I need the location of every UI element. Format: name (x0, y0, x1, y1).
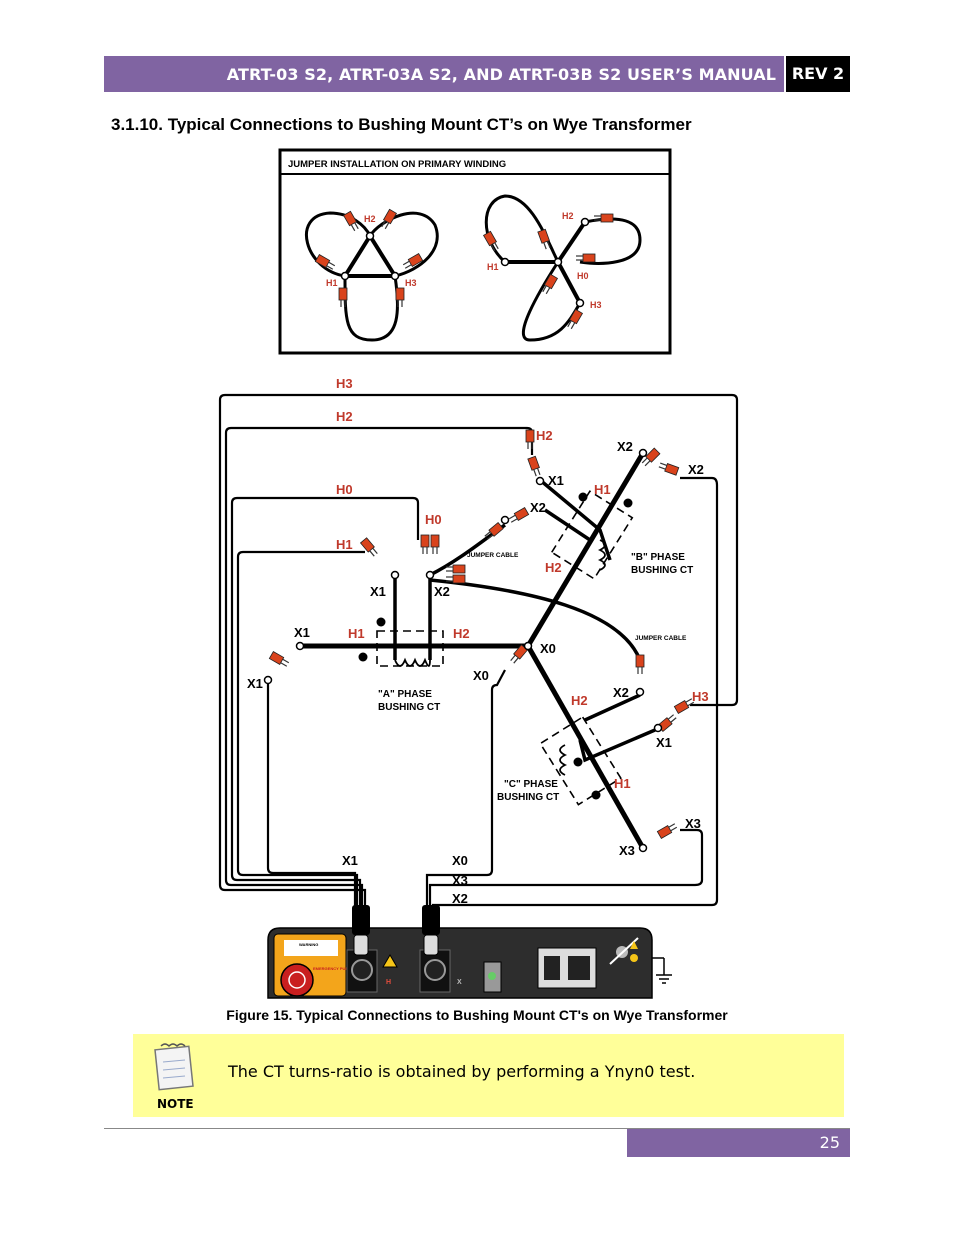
polarity-dots (358, 492, 633, 800)
header-bar: ATRT-03 S2, ATRT-03A S2, AND ATRT-03B S2… (104, 56, 784, 92)
wye-h2: H2 (562, 211, 574, 221)
note-text: The CT turns-ratio is obtained by perfor… (228, 1062, 696, 1081)
section-title: 3.1.10. Typical Connections to Bushing M… (111, 115, 692, 134)
label-b-h2: H2 (545, 560, 562, 575)
label-c-h1: H1 (614, 776, 631, 791)
label-bottom-x2: X2 (452, 891, 468, 906)
label-x0-clip: X0 (473, 668, 489, 683)
label-c-x2: X2 (613, 685, 629, 700)
jumper-inset: JUMPER INSTALLATION ON PRIMARY WINDING H… (278, 148, 672, 355)
label-x1-top: X1 (294, 625, 310, 640)
label-bottom-x1: X1 (342, 853, 358, 868)
wye-h1: H1 (487, 262, 499, 272)
label-b-x2: X2 (530, 500, 546, 515)
wye-h0: H0 (577, 271, 589, 281)
wire-bundle (218, 393, 739, 925)
label-c-h2: H2 (571, 693, 588, 708)
notepad-icon (154, 1043, 194, 1091)
label-a-title1: "A" PHASE (378, 689, 432, 700)
label-x0-mid: X0 (540, 641, 556, 656)
panel-warning: WARNING (299, 942, 318, 947)
label-a-h2: H2 (453, 626, 470, 641)
label-c-x1: X1 (656, 735, 672, 750)
panel-estop-label: EMERGENCY PUSH OFF (313, 966, 361, 971)
panel-h-label: H (386, 979, 391, 986)
delta-h1: H1 (326, 278, 338, 288)
primary-conductors (300, 451, 646, 850)
label-a-h0: H0 (425, 512, 442, 527)
instrument-panel: WARNING EMERGENCY PUSH OFF H X (267, 927, 672, 999)
label-x2-top: X2 (617, 439, 633, 454)
label-a-x1: X1 (370, 584, 386, 599)
label-a-title2: BUSHING CT (378, 702, 440, 713)
label-x1-left: X1 (247, 676, 263, 691)
label-left-h3: H3 (336, 376, 353, 391)
label-bottom-x3: X3 (452, 873, 468, 888)
inset-title: JUMPER INSTALLATION ON PRIMARY WINDING (288, 159, 506, 170)
label-b-x1: X1 (548, 473, 564, 488)
label-left-h0: H0 (336, 482, 353, 497)
wiring-figure: JUMPER INSTALLATION ON PRIMARY WINDING H… (218, 148, 739, 999)
label-left-h2: H2 (336, 409, 353, 424)
panel-x-label: X (457, 979, 462, 986)
note-label: NOTE (157, 1097, 194, 1111)
label-left-h1: H1 (336, 537, 353, 552)
jumper-cable-label-2: JUMPER CABLE (635, 635, 687, 642)
label-x2-right: X2 (688, 462, 704, 477)
delta-h2: H2 (364, 214, 376, 224)
ct-b-box (550, 490, 634, 580)
label-c-title1: "C" PHASE (504, 779, 558, 790)
label-b-title1: "B" PHASE (631, 552, 685, 563)
figure-caption: Figure 15. Typical Connections to Bushin… (226, 1007, 728, 1023)
label-x3-right: X3 (685, 816, 701, 831)
jumper-cable-label-1: JUMPER CABLE (467, 552, 519, 559)
note-box: The CT turns-ratio is obtained by perfor… (133, 1034, 844, 1117)
delta-h3: H3 (405, 278, 417, 288)
footer-divider (104, 1128, 850, 1129)
header-title: ATRT-03 S2, ATRT-03A S2, AND ATRT-03B S2… (226, 65, 776, 84)
wye-h3: H3 (590, 300, 602, 310)
footer-bar: 25 (627, 1129, 850, 1157)
label-b-title2: BUSHING CT (631, 565, 693, 576)
label-h2-top: H2 (536, 428, 553, 443)
label-c-title2: BUSHING CT (497, 792, 559, 803)
label-bottom-x0: X0 (452, 853, 468, 868)
label-a-h1: H1 (348, 626, 365, 641)
label-b-h1: H1 (594, 482, 611, 497)
ct-c-box (539, 715, 622, 806)
page-number: 25 (819, 1133, 840, 1152)
label-x3-clip: X3 (619, 843, 635, 858)
label-c-h3: H3 (692, 689, 709, 704)
label-a-x2: X2 (434, 584, 450, 599)
header-rev-badge: REV 2 (786, 56, 850, 92)
